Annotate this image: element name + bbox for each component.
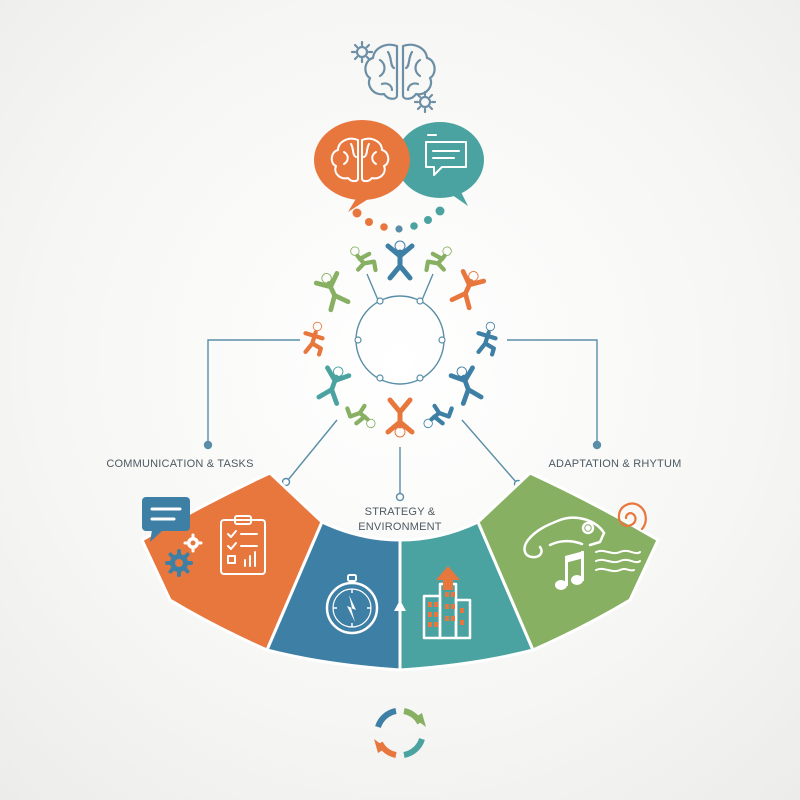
cycle-arrows-icon (374, 708, 426, 758)
wave-lines-icon (595, 549, 641, 573)
building-growth-icon (422, 566, 472, 640)
person-icon (350, 244, 376, 274)
label-adaptation-rhythm: ADAPTATION & RHYTUM (549, 458, 682, 470)
person-icon (347, 401, 376, 433)
brain-gears-icon (350, 40, 437, 114)
person-icon (449, 363, 482, 404)
label-strategy-line1: STRATEGY & (365, 506, 436, 518)
person-icon (423, 401, 452, 433)
dot-trail (352, 206, 445, 233)
label-strategy-line2: ENVIRONMENT (358, 521, 442, 533)
clipboard-checklist-icon (220, 515, 266, 575)
person-icon (388, 241, 412, 278)
music-note-icon (555, 551, 584, 590)
gears-icon (165, 533, 203, 577)
chat-bubble-icon (142, 497, 190, 542)
chameleon-icon (523, 516, 606, 559)
person-icon (388, 400, 412, 437)
label-communication-tasks: COMMUNICATION & TASKS (106, 458, 253, 470)
brain-icon (330, 137, 390, 183)
people-figures (306, 241, 496, 437)
arc-band (140, 471, 660, 672)
person-icon (314, 269, 350, 310)
central-ring (354, 295, 446, 385)
gear-icon (350, 40, 374, 64)
person-icon (427, 244, 453, 274)
compass-icon (325, 574, 379, 635)
person-icon (306, 322, 323, 354)
person-icon (317, 363, 350, 404)
connector-lines (203, 273, 602, 502)
person-icon (450, 267, 486, 308)
spiral-icon (617, 502, 647, 531)
speech-bubbles (314, 120, 484, 233)
gear-icon (413, 90, 437, 114)
chat-icon (425, 134, 467, 176)
person-icon (479, 322, 496, 354)
up-triangle-marker (394, 600, 406, 611)
